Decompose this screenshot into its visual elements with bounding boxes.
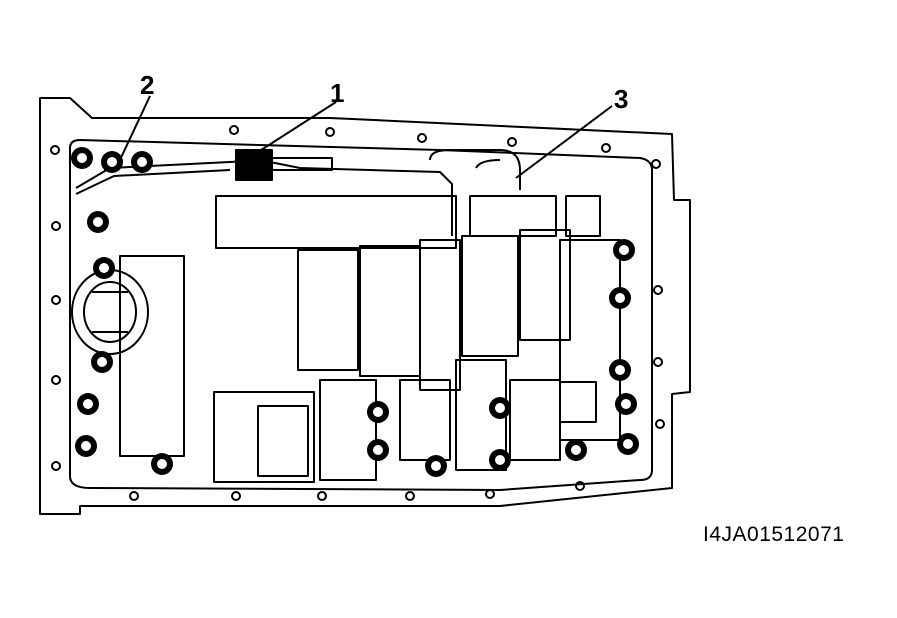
callout-1: 1 bbox=[330, 78, 345, 108]
valve-block-left bbox=[119, 255, 185, 457]
leader-lines bbox=[117, 95, 613, 179]
figure-code: I4JA01512071 bbox=[703, 523, 845, 546]
leader-3 bbox=[515, 105, 613, 179]
housing-holes bbox=[50, 125, 665, 501]
leader-1 bbox=[257, 101, 337, 153]
inner-gasket bbox=[69, 139, 653, 491]
callout-2: 2 bbox=[140, 70, 155, 100]
callout-3: 3 bbox=[614, 84, 629, 114]
wire-harness bbox=[75, 159, 453, 236]
leader-2 bbox=[117, 95, 151, 165]
housing-outline bbox=[39, 97, 691, 515]
valve-block-right bbox=[559, 239, 621, 441]
solenoid-connector bbox=[235, 149, 273, 181]
